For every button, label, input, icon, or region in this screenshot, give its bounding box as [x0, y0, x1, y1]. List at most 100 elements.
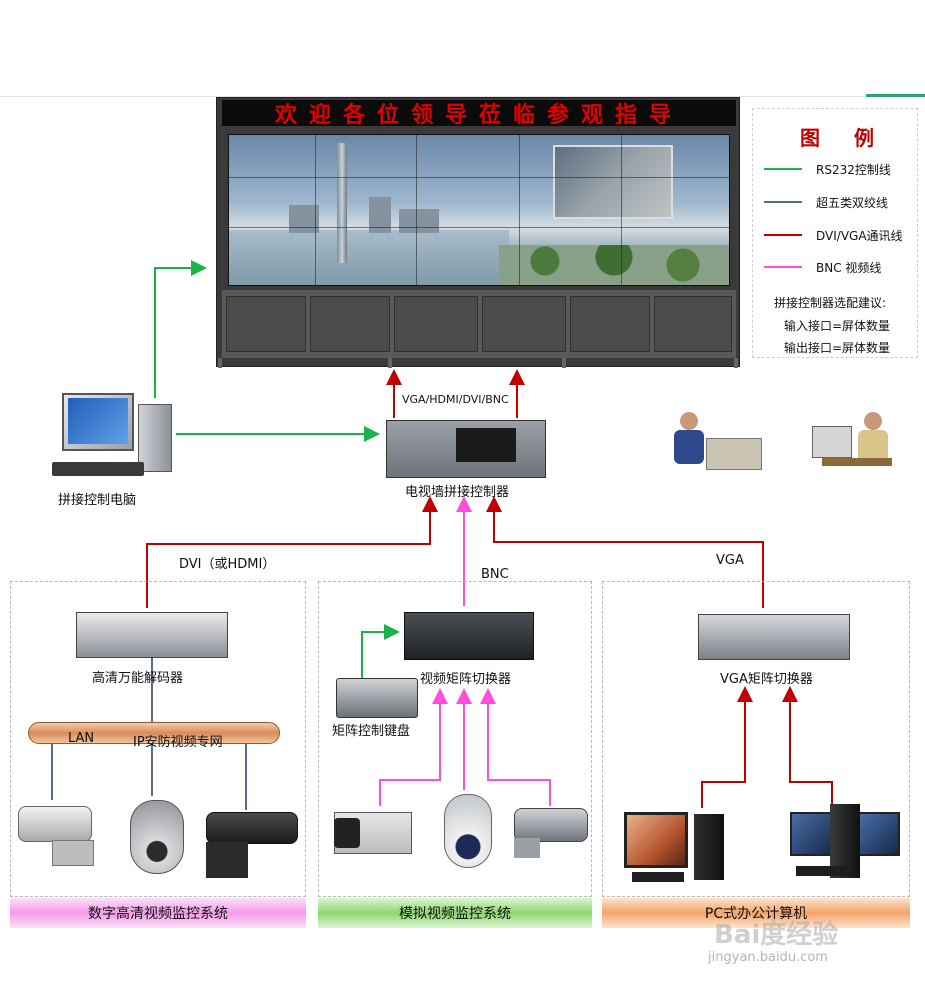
- pc-tower-icon: [694, 814, 724, 880]
- pc-tower-icon: [830, 804, 860, 878]
- legend-swatch-bnc: [764, 266, 802, 268]
- screen-seam: [229, 227, 729, 228]
- rs232-line-pc-to-wall: [154, 260, 207, 398]
- bnc-line-camera1: [379, 688, 448, 806]
- vga-matrix-label: VGA矩阵切换器: [720, 672, 813, 687]
- bullet-camera-icon: [18, 806, 92, 842]
- cabinet-panel: [226, 296, 306, 352]
- camera-lens-icon: [334, 818, 360, 848]
- office-worker-image: [670, 412, 762, 482]
- legend-label-dvi-vga: DVI/VGA通讯线: [816, 229, 903, 243]
- pc-keyboard-icon: [796, 866, 852, 876]
- legend-label-rs232: RS232控制线: [816, 163, 891, 177]
- legend-note-input: 输入接口=屏体数量: [784, 319, 891, 333]
- tower-image: [337, 143, 347, 263]
- person-body: [674, 430, 704, 464]
- screen-seam: [229, 177, 729, 178]
- welcome-banner: 欢迎各位领导莅临参观指导: [222, 100, 736, 128]
- vga-line-pc2: [782, 686, 833, 808]
- watermark-url: jingyan.baidu.com: [708, 950, 828, 965]
- camera-mount-icon: [52, 840, 94, 866]
- building-image: [289, 205, 319, 233]
- section-pc-label: PC式办公计算机: [602, 898, 910, 928]
- cabinet-foot: [734, 358, 738, 368]
- cabinet-panel: [310, 296, 390, 352]
- desk-image: [822, 458, 892, 466]
- cabinet-panel: [654, 296, 732, 352]
- splice-pc-tower: [138, 404, 172, 472]
- splice-pc-keyboard: [52, 462, 144, 476]
- pc-office-panel: [602, 581, 910, 897]
- ip-network-pipe: [28, 722, 280, 744]
- section-analog-label: 模拟视频监控系统: [318, 898, 592, 928]
- cabinet-foot: [388, 358, 392, 368]
- legend-box: [752, 108, 918, 358]
- screen-seam: [519, 135, 520, 285]
- office-worker-image: [812, 412, 908, 490]
- pc-keyboard-icon: [632, 872, 684, 882]
- video-wall-screen: [228, 134, 730, 286]
- analog-dome-camera-icon: [444, 794, 492, 868]
- splice-pc-label: 拼接控制电脑: [58, 493, 137, 508]
- legend-label-bnc: BNC 视频线: [816, 261, 882, 275]
- cabinet-panel: [570, 296, 650, 352]
- vga-label: VGA: [716, 553, 744, 568]
- analog-monitoring-panel: [318, 581, 592, 897]
- cabinet-foot: [562, 358, 566, 368]
- analog-bullet-camera-icon: [514, 808, 588, 842]
- bnc-line-camera3: [480, 688, 551, 806]
- person-icon: [680, 412, 698, 430]
- legend-title: 图例: [800, 126, 908, 150]
- video-matrix-device: [404, 612, 534, 660]
- top-divider: [0, 96, 925, 97]
- vga-matrix-device: [698, 614, 850, 660]
- desk-image: [706, 438, 762, 470]
- camera-mount-icon: [206, 842, 248, 878]
- person-icon: [864, 412, 882, 430]
- section-digital-label: 数字高清视频监控系统: [10, 898, 306, 928]
- trees-image: [499, 245, 729, 285]
- wall-cabinet: [222, 290, 736, 358]
- watermark-logo: Bai度经验: [714, 920, 839, 950]
- wall-interface-label: VGA/HDMI/DVI/BNC: [402, 393, 509, 406]
- river: [229, 230, 509, 285]
- pc-monitor-icon: [624, 812, 688, 868]
- screen-seam: [416, 135, 417, 285]
- screen-seam: [621, 135, 622, 285]
- cabinet-panel: [482, 296, 566, 352]
- dvi-label: DVI（或HDMI）: [179, 557, 276, 572]
- vga-line-pc1: [701, 686, 753, 808]
- rs232-line-keyboard-to-matrix: [361, 624, 400, 684]
- box-camera-icon: [206, 812, 298, 844]
- pc-monitor-icon: [856, 812, 900, 856]
- digital-monitoring-panel: [10, 581, 306, 897]
- hd-decoder-device: [76, 612, 228, 658]
- pc-monitor-icon: [790, 812, 834, 856]
- splice-pc-screen: [68, 398, 128, 444]
- building-image: [399, 209, 439, 233]
- video-matrix-label: 视频矩阵切换器: [420, 672, 512, 687]
- vga-line-matrix-to-controller: [486, 496, 764, 608]
- legend-note-title: 拼接控制器选配建议:: [774, 296, 887, 310]
- building-image: [369, 197, 391, 233]
- controller-window: [456, 428, 516, 462]
- controller-label: 电视墙拼接控制器: [405, 485, 510, 500]
- inset-video-window: [553, 145, 673, 219]
- legend-swatch-rs232: [764, 168, 802, 170]
- lan-label: LAN: [68, 731, 95, 746]
- legend-swatch-dvi-vga: [764, 234, 802, 236]
- camera-mount-icon: [514, 838, 540, 858]
- decoder-label: 高清万能解码器: [92, 671, 184, 686]
- legend-label-twisted-pair: 超五类双绞线: [816, 196, 889, 210]
- screen-seam: [315, 135, 316, 285]
- top-accent-bar: [866, 94, 925, 97]
- dvi-line-decoder-to-controller: [146, 496, 438, 608]
- legend-swatch-twisted-pair: [764, 201, 802, 203]
- legend-note-output: 输出接口=屏体数量: [784, 341, 891, 355]
- dome-camera-icon: [130, 800, 184, 874]
- matrix-keyboard-label: 矩阵控制键盘: [332, 724, 411, 739]
- cabinet-foot: [218, 358, 222, 368]
- matrix-keyboard-device: [336, 678, 418, 718]
- ip-network-label: IP安防视频专网: [133, 735, 223, 750]
